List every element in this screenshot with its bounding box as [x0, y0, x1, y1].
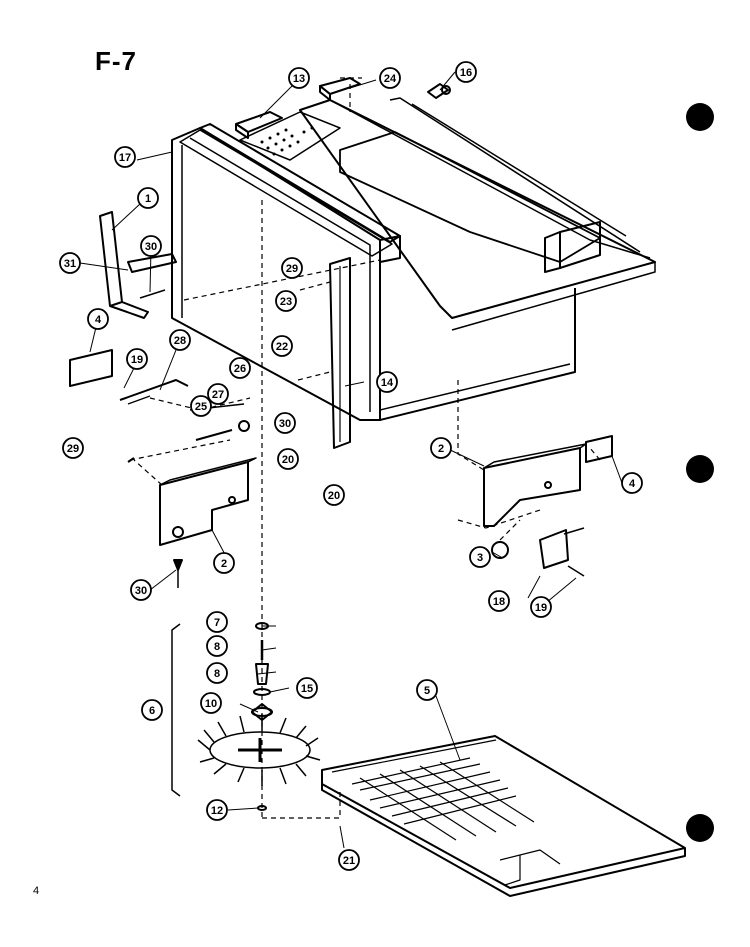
callout-label: 6	[149, 705, 155, 717]
dashed-leaders	[129, 77, 601, 820]
callout-30-b: 30	[274, 412, 296, 434]
callout-label: 14	[381, 377, 394, 389]
callout-label: 23	[280, 296, 292, 308]
callout-label: 19	[131, 354, 143, 366]
callout-26: 26	[229, 357, 251, 379]
callout-label: 28	[174, 335, 186, 347]
binder-hole-top	[686, 103, 714, 131]
callout-4-left: 4	[87, 308, 109, 330]
figure-title: F-7	[95, 46, 137, 76]
callout-label: 3	[477, 552, 483, 564]
callout-label: 13	[293, 73, 305, 85]
callout-30-a: 30	[140, 235, 162, 257]
callout-29-b: 29	[62, 437, 84, 459]
callout-3: 3	[469, 546, 491, 568]
callout-label: 30	[145, 241, 157, 253]
callout-label: 25	[195, 401, 207, 413]
callout-label: 4	[95, 314, 102, 326]
left-rail-parts	[99, 211, 177, 319]
callout-19-right: 19	[530, 596, 552, 618]
callout-2-right: 2	[430, 437, 452, 459]
callout-30-c: 30	[130, 579, 152, 601]
binder-hole-middle	[686, 455, 714, 483]
right-bracket-assembly	[483, 435, 613, 577]
callout-23: 23	[275, 290, 297, 312]
callout-label: 30	[135, 585, 147, 597]
callout-29-a: 29	[281, 257, 303, 279]
callout-label: 26	[234, 363, 246, 375]
fan-wheel	[197, 714, 321, 786]
cabinet-frame	[171, 97, 656, 421]
part-callouts: 1 2 2 3 4 4 5 6 7 8 8 10 12 13 14 15 16 …	[59, 61, 643, 871]
page-number: 4	[33, 885, 40, 897]
callout-label: 30	[279, 418, 291, 430]
callout-label: 29	[67, 443, 79, 455]
callout-label: 8	[214, 668, 220, 680]
callout-label: 29	[286, 263, 298, 275]
callout-2-left: 2	[213, 552, 235, 574]
callout-25: 25	[190, 395, 212, 417]
callout-19-left: 19	[126, 348, 148, 370]
base-pan-5	[321, 735, 686, 897]
callout-label: 10	[205, 698, 217, 710]
callout-8-b: 8	[206, 662, 228, 684]
callout-label: 16	[460, 67, 472, 79]
callout-label: 22	[276, 341, 288, 353]
callout-label: 2	[221, 558, 227, 570]
callout-label: 19	[535, 602, 547, 614]
callout-label: 7	[214, 617, 220, 629]
callout-label: 8	[214, 641, 220, 653]
left-bracket-assembly	[119, 379, 257, 588]
callout-label: 20	[328, 490, 340, 502]
callout-15: 15	[296, 677, 318, 699]
callout-10: 10	[200, 692, 222, 714]
callout-22: 22	[271, 335, 293, 357]
callout-label: 2	[438, 443, 444, 455]
callout-label: 5	[424, 685, 430, 697]
callout-13: 13	[288, 67, 310, 89]
callout-20-b: 20	[323, 484, 345, 506]
callout-label: 1	[145, 193, 151, 205]
callout-6: 6	[141, 699, 163, 721]
callout-label: 27	[212, 389, 224, 401]
callout-label: 4	[629, 478, 636, 490]
callout-24: 24	[379, 67, 401, 89]
callout-27: 27	[207, 383, 229, 405]
callout-7: 7	[206, 611, 228, 633]
top-components	[235, 77, 451, 139]
perforation-dots	[260, 126, 314, 156]
callout-21: 21	[338, 849, 360, 871]
callout-label: 15	[301, 683, 313, 695]
callout-28: 28	[169, 329, 191, 351]
callout-8-a: 8	[206, 635, 228, 657]
callout-label: 21	[343, 855, 355, 867]
callout-label: 24	[384, 73, 397, 85]
bracket-14	[329, 257, 351, 449]
callout-label: 20	[282, 454, 294, 466]
plate-4-left	[69, 349, 113, 387]
callout-17: 17	[114, 146, 136, 168]
callout-label: 31	[64, 258, 76, 270]
callout-20-a: 20	[277, 448, 299, 470]
callout-1: 1	[137, 187, 159, 209]
group-brace	[171, 623, 181, 797]
callout-14: 14	[376, 371, 398, 393]
callout-12: 12	[206, 799, 228, 821]
callout-label: 18	[493, 596, 505, 608]
callout-18: 18	[488, 590, 510, 612]
callout-label: 17	[119, 152, 131, 164]
binder-hole-bottom	[686, 814, 714, 842]
callout-label: 12	[211, 805, 223, 817]
callout-5: 5	[416, 679, 438, 701]
callout-31: 31	[59, 252, 81, 274]
callout-4-right: 4	[621, 472, 643, 494]
callout-16: 16	[455, 61, 477, 83]
